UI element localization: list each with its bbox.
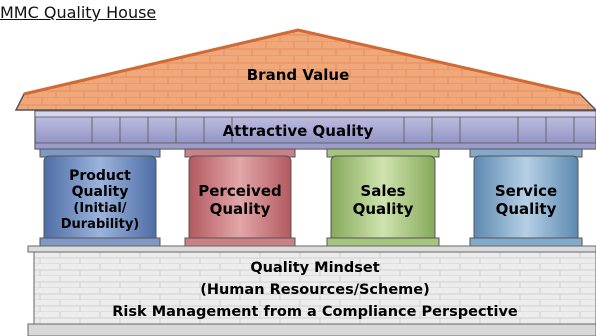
pillar-4	[469, 148, 583, 247]
diagram-title: MMC Quality House	[0, 3, 157, 22]
pillar-1	[39, 148, 161, 247]
foundation-line-1: Quality Mindset	[250, 260, 380, 277]
foundation-line-2: (Human Resources/Scheme)	[200, 282, 430, 299]
frieze-label: Attractive Quality	[222, 122, 374, 140]
pillar-label-product-quality: Product Quality (Initial/ Durability)	[60, 167, 140, 232]
roof-label: Brand Value	[246, 66, 350, 84]
pillar-2	[184, 148, 296, 247]
frieze	[34, 110, 596, 150]
pillar-label-perceived-quality: Perceived Quality	[198, 182, 282, 218]
pillar-label-sales-quality: Sales Quality	[352, 182, 414, 218]
foundation-line-3: Risk Management from a Compliance Perspe…	[112, 304, 518, 321]
pillar-3	[326, 148, 440, 247]
foundation	[27, 245, 596, 336]
pillar-label-service-quality: Service Quality	[494, 182, 558, 218]
